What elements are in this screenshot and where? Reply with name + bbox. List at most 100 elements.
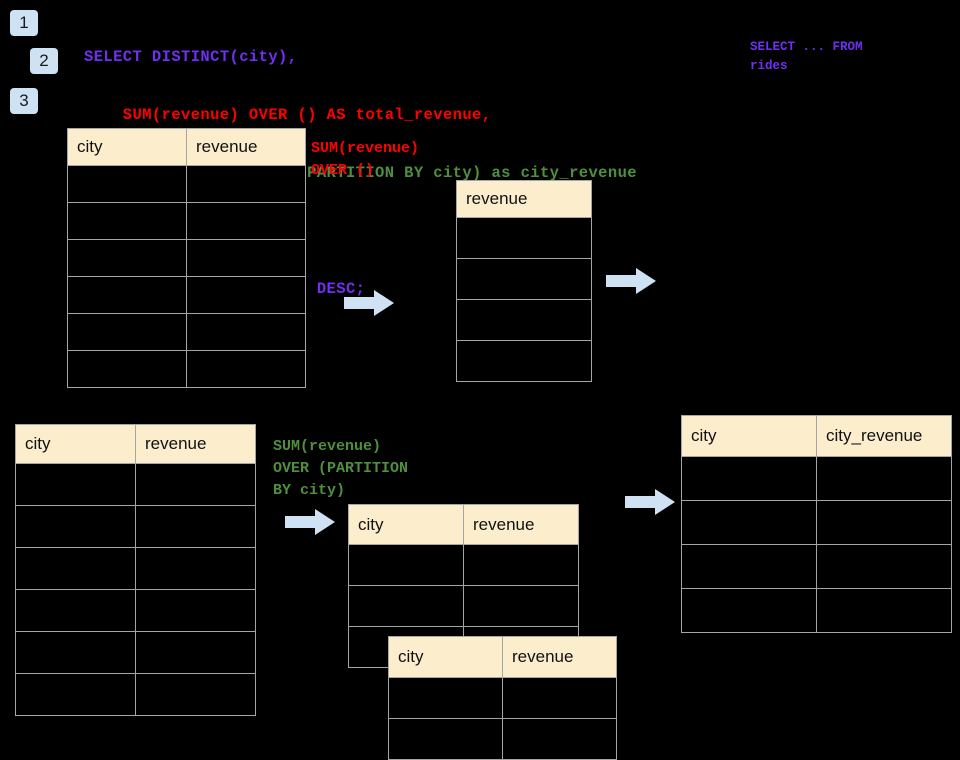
table-cell bbox=[456, 340, 592, 382]
table-row bbox=[456, 258, 592, 300]
table-header-row: city revenue bbox=[15, 424, 256, 464]
table-cell bbox=[186, 239, 306, 277]
table-cell bbox=[135, 547, 256, 590]
table-cell bbox=[67, 313, 187, 351]
table-row bbox=[456, 217, 592, 259]
table-cell bbox=[348, 544, 464, 586]
table-row bbox=[388, 677, 617, 719]
table-cell bbox=[67, 202, 187, 240]
table-cell bbox=[186, 202, 306, 240]
table-row bbox=[67, 202, 306, 240]
table-cell bbox=[456, 258, 592, 300]
step-badge-2: 2 bbox=[30, 48, 58, 74]
table-rides-bottom: city revenue bbox=[15, 424, 256, 716]
column-header-revenue: revenue bbox=[135, 424, 256, 464]
table-row bbox=[67, 239, 306, 277]
table-row bbox=[388, 718, 617, 760]
table-row bbox=[681, 544, 952, 589]
table-row bbox=[348, 585, 579, 627]
column-header-city: city bbox=[681, 415, 817, 457]
table-cell bbox=[816, 544, 952, 589]
step-badge-3-label: 3 bbox=[19, 91, 29, 110]
table-cell bbox=[135, 505, 256, 548]
table-row bbox=[15, 589, 256, 632]
table-row bbox=[15, 463, 256, 506]
table-header-row: city revenue bbox=[388, 636, 617, 678]
table-result: city city_revenue bbox=[681, 415, 952, 633]
table-cell bbox=[67, 350, 187, 388]
table-partition-b: city revenue bbox=[388, 636, 617, 760]
arrow-partition-to-result-icon bbox=[625, 487, 675, 517]
step-badge-2-label: 2 bbox=[39, 51, 49, 70]
table-cell bbox=[186, 313, 306, 351]
table-header-row: revenue bbox=[456, 180, 592, 218]
table-cell bbox=[388, 677, 503, 719]
table-cell bbox=[681, 500, 817, 545]
table-row bbox=[67, 165, 306, 203]
table-cell bbox=[135, 673, 256, 716]
table-cell bbox=[15, 547, 136, 590]
table-cell bbox=[67, 239, 187, 277]
table-row bbox=[15, 673, 256, 716]
column-header-city: city bbox=[67, 128, 187, 166]
table-cell bbox=[135, 463, 256, 506]
table-cell bbox=[816, 588, 952, 633]
arrow-total-to-result-icon bbox=[606, 266, 656, 296]
table-cell bbox=[502, 718, 617, 760]
annotation-sum-over-empty: SUM(revenue) OVER () bbox=[311, 140, 420, 179]
table-cell bbox=[456, 299, 592, 341]
table-row bbox=[15, 631, 256, 674]
table-header-row: city city_revenue bbox=[681, 415, 952, 457]
annotation-sum-over-partition: SUM(revenue) OVER (PARTITION BY city) bbox=[273, 438, 409, 499]
table-row bbox=[456, 299, 592, 341]
table-cell bbox=[816, 500, 952, 545]
table-cell bbox=[15, 673, 136, 716]
table-row bbox=[681, 456, 952, 501]
table-header-row: city revenue bbox=[348, 504, 579, 545]
arrow-rides-to-partition-icon bbox=[285, 507, 335, 537]
table-cell bbox=[463, 544, 579, 586]
column-header-city: city bbox=[15, 424, 136, 464]
table-cell bbox=[816, 456, 952, 501]
table-cell bbox=[67, 165, 187, 203]
table-row bbox=[348, 544, 579, 586]
table-cell bbox=[681, 544, 817, 589]
table-row bbox=[15, 505, 256, 548]
table-rides-top: city revenue bbox=[67, 128, 306, 388]
table-row bbox=[681, 588, 952, 633]
table-row bbox=[456, 340, 592, 382]
table-partition-a: city revenue bbox=[348, 504, 579, 668]
step-badge-1-label: 1 bbox=[19, 13, 29, 32]
table-cell bbox=[186, 350, 306, 388]
table-row bbox=[681, 500, 952, 545]
table-cell bbox=[186, 165, 306, 203]
sql-line-sum-over-empty: SUM(revenue) OVER () AS total_revenue, bbox=[84, 106, 492, 124]
sql-line-select: SELECT DISTINCT(city), bbox=[84, 48, 298, 66]
arrow-rides-to-total-icon bbox=[344, 288, 394, 318]
table-cell bbox=[15, 589, 136, 632]
table-cell bbox=[502, 677, 617, 719]
annotation-select-from-rides: SELECT ... FROM rides bbox=[750, 40, 863, 73]
table-cell bbox=[186, 276, 306, 314]
table-cell bbox=[67, 276, 187, 314]
table-cell bbox=[135, 631, 256, 674]
table-total-revenue: revenue bbox=[456, 180, 592, 382]
table-cell bbox=[681, 588, 817, 633]
column-header-revenue: revenue bbox=[186, 128, 306, 166]
table-cell bbox=[388, 718, 503, 760]
table-cell bbox=[15, 631, 136, 674]
table-cell bbox=[681, 456, 817, 501]
table-row bbox=[15, 547, 256, 590]
column-header-city-revenue: city_revenue bbox=[816, 415, 952, 457]
step-badge-1: 1 bbox=[10, 10, 38, 36]
table-cell bbox=[463, 585, 579, 627]
column-header-city: city bbox=[388, 636, 503, 678]
column-header-city: city bbox=[348, 504, 464, 545]
step-badge-3: 3 bbox=[10, 88, 38, 114]
table-header-row: city revenue bbox=[67, 128, 306, 166]
table-row bbox=[67, 276, 306, 314]
column-header-revenue: revenue bbox=[502, 636, 617, 678]
table-cell bbox=[135, 589, 256, 632]
table-cell bbox=[456, 217, 592, 259]
table-cell bbox=[15, 463, 136, 506]
